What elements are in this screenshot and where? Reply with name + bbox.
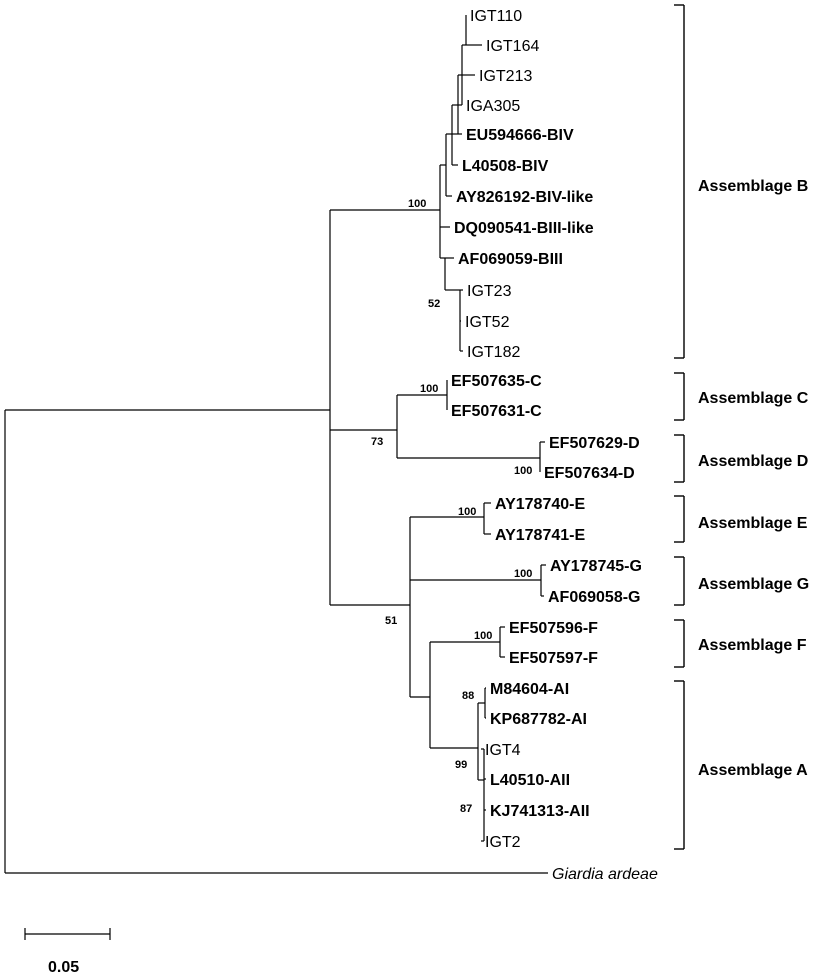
bootstrap-bs-assemblage-d: 100 — [514, 465, 532, 477]
label-assemblage-a: Assemblage A — [698, 762, 808, 779]
taxon-label-dq090541: DQ090541-BIII-like — [454, 220, 594, 237]
bootstrap-bs-ai: 88 — [462, 690, 474, 702]
taxon-label-ay826192: AY826192-BIV-like — [456, 189, 593, 206]
taxon-label-l40508: L40508-BIV — [462, 158, 549, 175]
bootstrap-bs-assemblage-b: 100 — [408, 198, 426, 210]
taxon-label-kp687782: KP687782-AI — [490, 711, 587, 728]
taxon-label-l40510: L40510-AII — [490, 772, 570, 789]
label-assemblage-g: Assemblage G — [698, 576, 809, 593]
taxon-label-igt164: IGT164 — [486, 38, 539, 55]
taxon-label-g_ardeae: Giardia ardeae — [552, 866, 658, 883]
taxon-label-af069058: AF069058-G — [548, 589, 641, 606]
scale-bar-label: 0.05 — [48, 959, 79, 976]
taxon-label-ef507631: EF507631-C — [451, 403, 542, 420]
taxon-label-ef507634: EF507634-D — [544, 465, 635, 482]
label-assemblage-f: Assemblage F — [698, 637, 807, 654]
label-assemblage-c: Assemblage C — [698, 390, 809, 407]
label-assemblage-b: Assemblage B — [698, 178, 808, 195]
taxon-label-ef507596: EF507596-F — [509, 620, 598, 637]
bootstrap-bs-assemblage-c: 100 — [420, 383, 438, 395]
taxon-label-m84604: M84604-AI — [490, 681, 569, 698]
bootstrap-bs-egfa: 51 — [385, 615, 397, 627]
taxon-label-igt23: IGT23 — [467, 283, 512, 300]
bootstrap-bs-assemblage-g: 100 — [514, 568, 532, 580]
taxon-label-igt213: IGT213 — [479, 68, 532, 85]
label-assemblage-d: Assemblage D — [698, 453, 808, 470]
taxon-label-ay178745: AY178745-G — [550, 558, 642, 575]
taxon-label-ay178740: AY178740-E — [495, 496, 585, 513]
taxon-label-af069059: AF069059-BIII — [458, 251, 563, 268]
taxon-label-igt4: IGT4 — [485, 742, 521, 759]
bootstrap-bs-assemblage-e: 100 — [458, 506, 476, 518]
taxon-label-igt182: IGT182 — [467, 344, 520, 361]
taxon-label-ef507629: EF507629-D — [549, 435, 640, 452]
taxon-label-igt110: IGT110 — [470, 8, 522, 25]
label-assemblage-e: Assemblage E — [698, 515, 808, 532]
taxon-label-ef507597: EF507597-F — [509, 650, 598, 667]
taxon-label-igt52: IGT52 — [465, 314, 510, 331]
taxon-label-ay178741: AY178741-E — [495, 527, 585, 544]
taxon-label-ef507635: EF507635-C — [451, 373, 542, 390]
taxon-label-kj741313: KJ741313-AII — [490, 803, 590, 820]
taxon-label-igt2: IGT2 — [485, 834, 521, 851]
bootstrap-bs-assemblage-a: 99 — [455, 759, 467, 771]
taxon-label-iga305: IGA305 — [466, 98, 520, 115]
taxon-label-eu594666: EU594666-BIV — [466, 127, 574, 144]
bootstrap-bs-assemblage-f: 100 — [474, 630, 492, 642]
bootstrap-bs-cd: 73 — [371, 436, 383, 448]
bootstrap-bs-b-subclade: 52 — [428, 298, 440, 310]
bootstrap-bs-aii: 87 — [460, 803, 472, 815]
